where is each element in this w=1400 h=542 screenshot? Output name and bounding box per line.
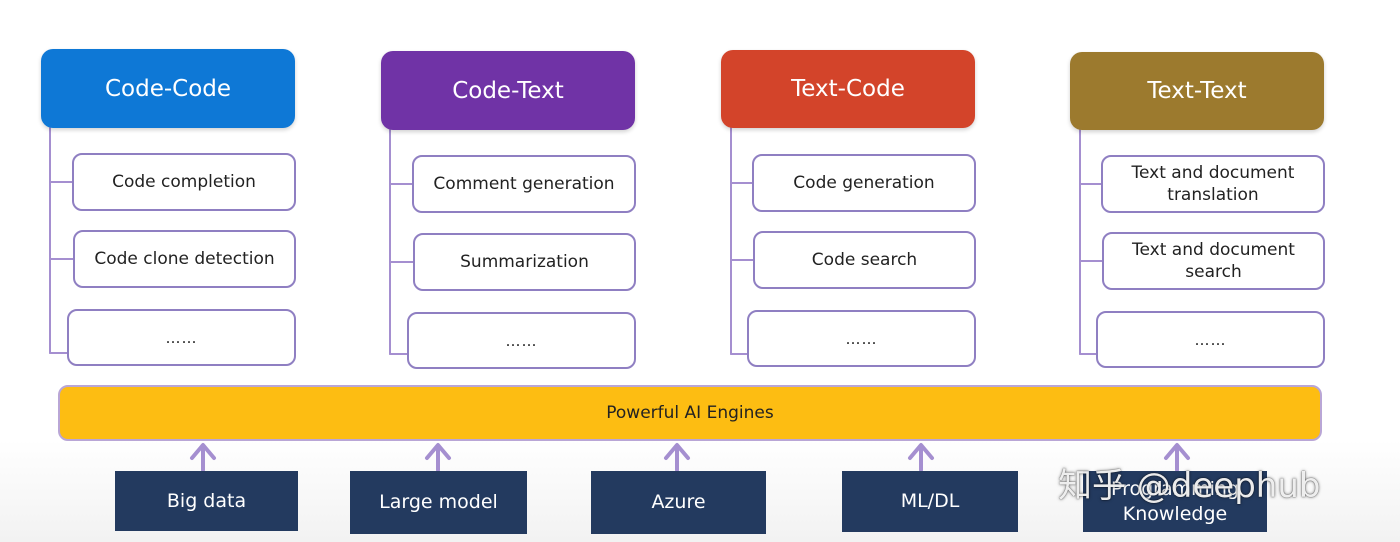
task-summarization: Summarization (413, 233, 636, 291)
task-code-search: Code search (753, 231, 976, 289)
arrow-head-0 (190, 443, 216, 460)
task-more-text-text: …… (1096, 311, 1325, 368)
watermark: 知乎 @deephub (1058, 466, 1321, 506)
header-text-text: Text-Text (1070, 52, 1324, 130)
task-text-document-search: Text and document search (1102, 232, 1325, 290)
arrow-head-4 (1164, 443, 1190, 460)
arrow-head-1 (425, 443, 451, 460)
header-text-code: Text-Code (721, 50, 975, 128)
task-more-text-code: …… (747, 310, 976, 367)
arrow-head-3 (908, 443, 934, 460)
source-ml-dl: ML/DL (842, 471, 1018, 532)
source-programming-knowledge: Programming Knowledge (1083, 471, 1267, 532)
source-big-data: Big data (115, 471, 298, 531)
task-code-generation: Code generation (752, 154, 976, 212)
task-code-clone-detection: Code clone detection (73, 230, 296, 288)
header-code-code: Code-Code (41, 49, 295, 128)
task-comment-generation: Comment generation (412, 155, 636, 213)
task-code-completion: Code completion (72, 153, 296, 211)
task-more-code-text: …… (407, 312, 636, 369)
arrow-head-2 (664, 443, 690, 460)
task-text-document-translation: Text and document translation (1101, 155, 1325, 213)
header-code-text: Code-Text (381, 51, 635, 130)
ai-engine-bar: Powerful AI Engines (58, 385, 1322, 441)
source-azure: Azure (591, 471, 766, 534)
task-more-code-code: …… (67, 309, 296, 366)
source-large-model: Large model (350, 471, 527, 534)
